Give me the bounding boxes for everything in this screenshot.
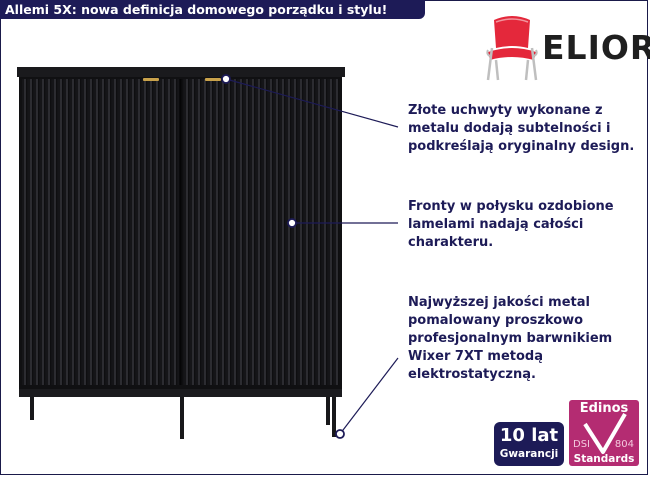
callout-handles: Złote uchwyty wykonane z metalu dodają s…: [408, 102, 634, 156]
left-handle: [143, 78, 159, 81]
callout-line: Najwyższej jakości metal: [408, 295, 590, 310]
leader-lines: [221, 74, 399, 439]
callout-line: profesjonalnym barwnikiem: [408, 331, 613, 346]
callout-line: Złote uchwyty wykonane z: [408, 103, 603, 118]
callout-line: pomalowany proszkowo: [408, 313, 584, 328]
edinos-name: Edinos: [579, 401, 629, 416]
callout-line: charakteru.: [408, 235, 494, 250]
left-door: [22, 79, 179, 385]
right-handle: [205, 78, 221, 81]
callout-line: podkreślają oryginalny design.: [408, 139, 635, 154]
edinos-dsi: DSI: [573, 439, 590, 450]
edinos-standards: Standards: [573, 453, 635, 465]
leg: [30, 397, 34, 420]
chair-icon: [486, 16, 538, 81]
callout-line: metalu dodają subtelności i: [408, 121, 611, 136]
warranty-badge: 10 lat Gwarancji: [494, 422, 564, 466]
callout-fronts: Fronty w połysku ozdobione lamelami nada…: [408, 198, 614, 252]
cabinet-top: [17, 67, 345, 77]
right-door: [182, 79, 339, 385]
leg: [332, 397, 336, 437]
callout-line: Fronty w połysku ozdobione: [408, 199, 614, 214]
leg: [326, 397, 330, 425]
warranty-years: 10 lat: [499, 425, 559, 446]
edinos-badge: Edinos DSI 804 Standards: [569, 400, 639, 466]
callout-line: lamelami nadają całości: [408, 217, 584, 232]
checkmark-icon: [583, 412, 627, 454]
callout-line: elektrostatyczną.: [408, 367, 536, 382]
callout-metal: Najwyższej jakości metal pomalowany pros…: [408, 294, 612, 384]
page-title: Allemi 5X: nowa definicja domowego porzą…: [0, 0, 425, 19]
edinos-number: 804: [614, 439, 634, 450]
cabinet-base: [19, 389, 342, 397]
brand-name: ELIOR: [542, 28, 650, 67]
callout-line: Wixer 7XT metodą: [408, 349, 543, 364]
warranty-label: Gwarancji: [499, 448, 559, 460]
brand-logo: ELIOR: [484, 14, 650, 84]
leg: [180, 397, 184, 439]
